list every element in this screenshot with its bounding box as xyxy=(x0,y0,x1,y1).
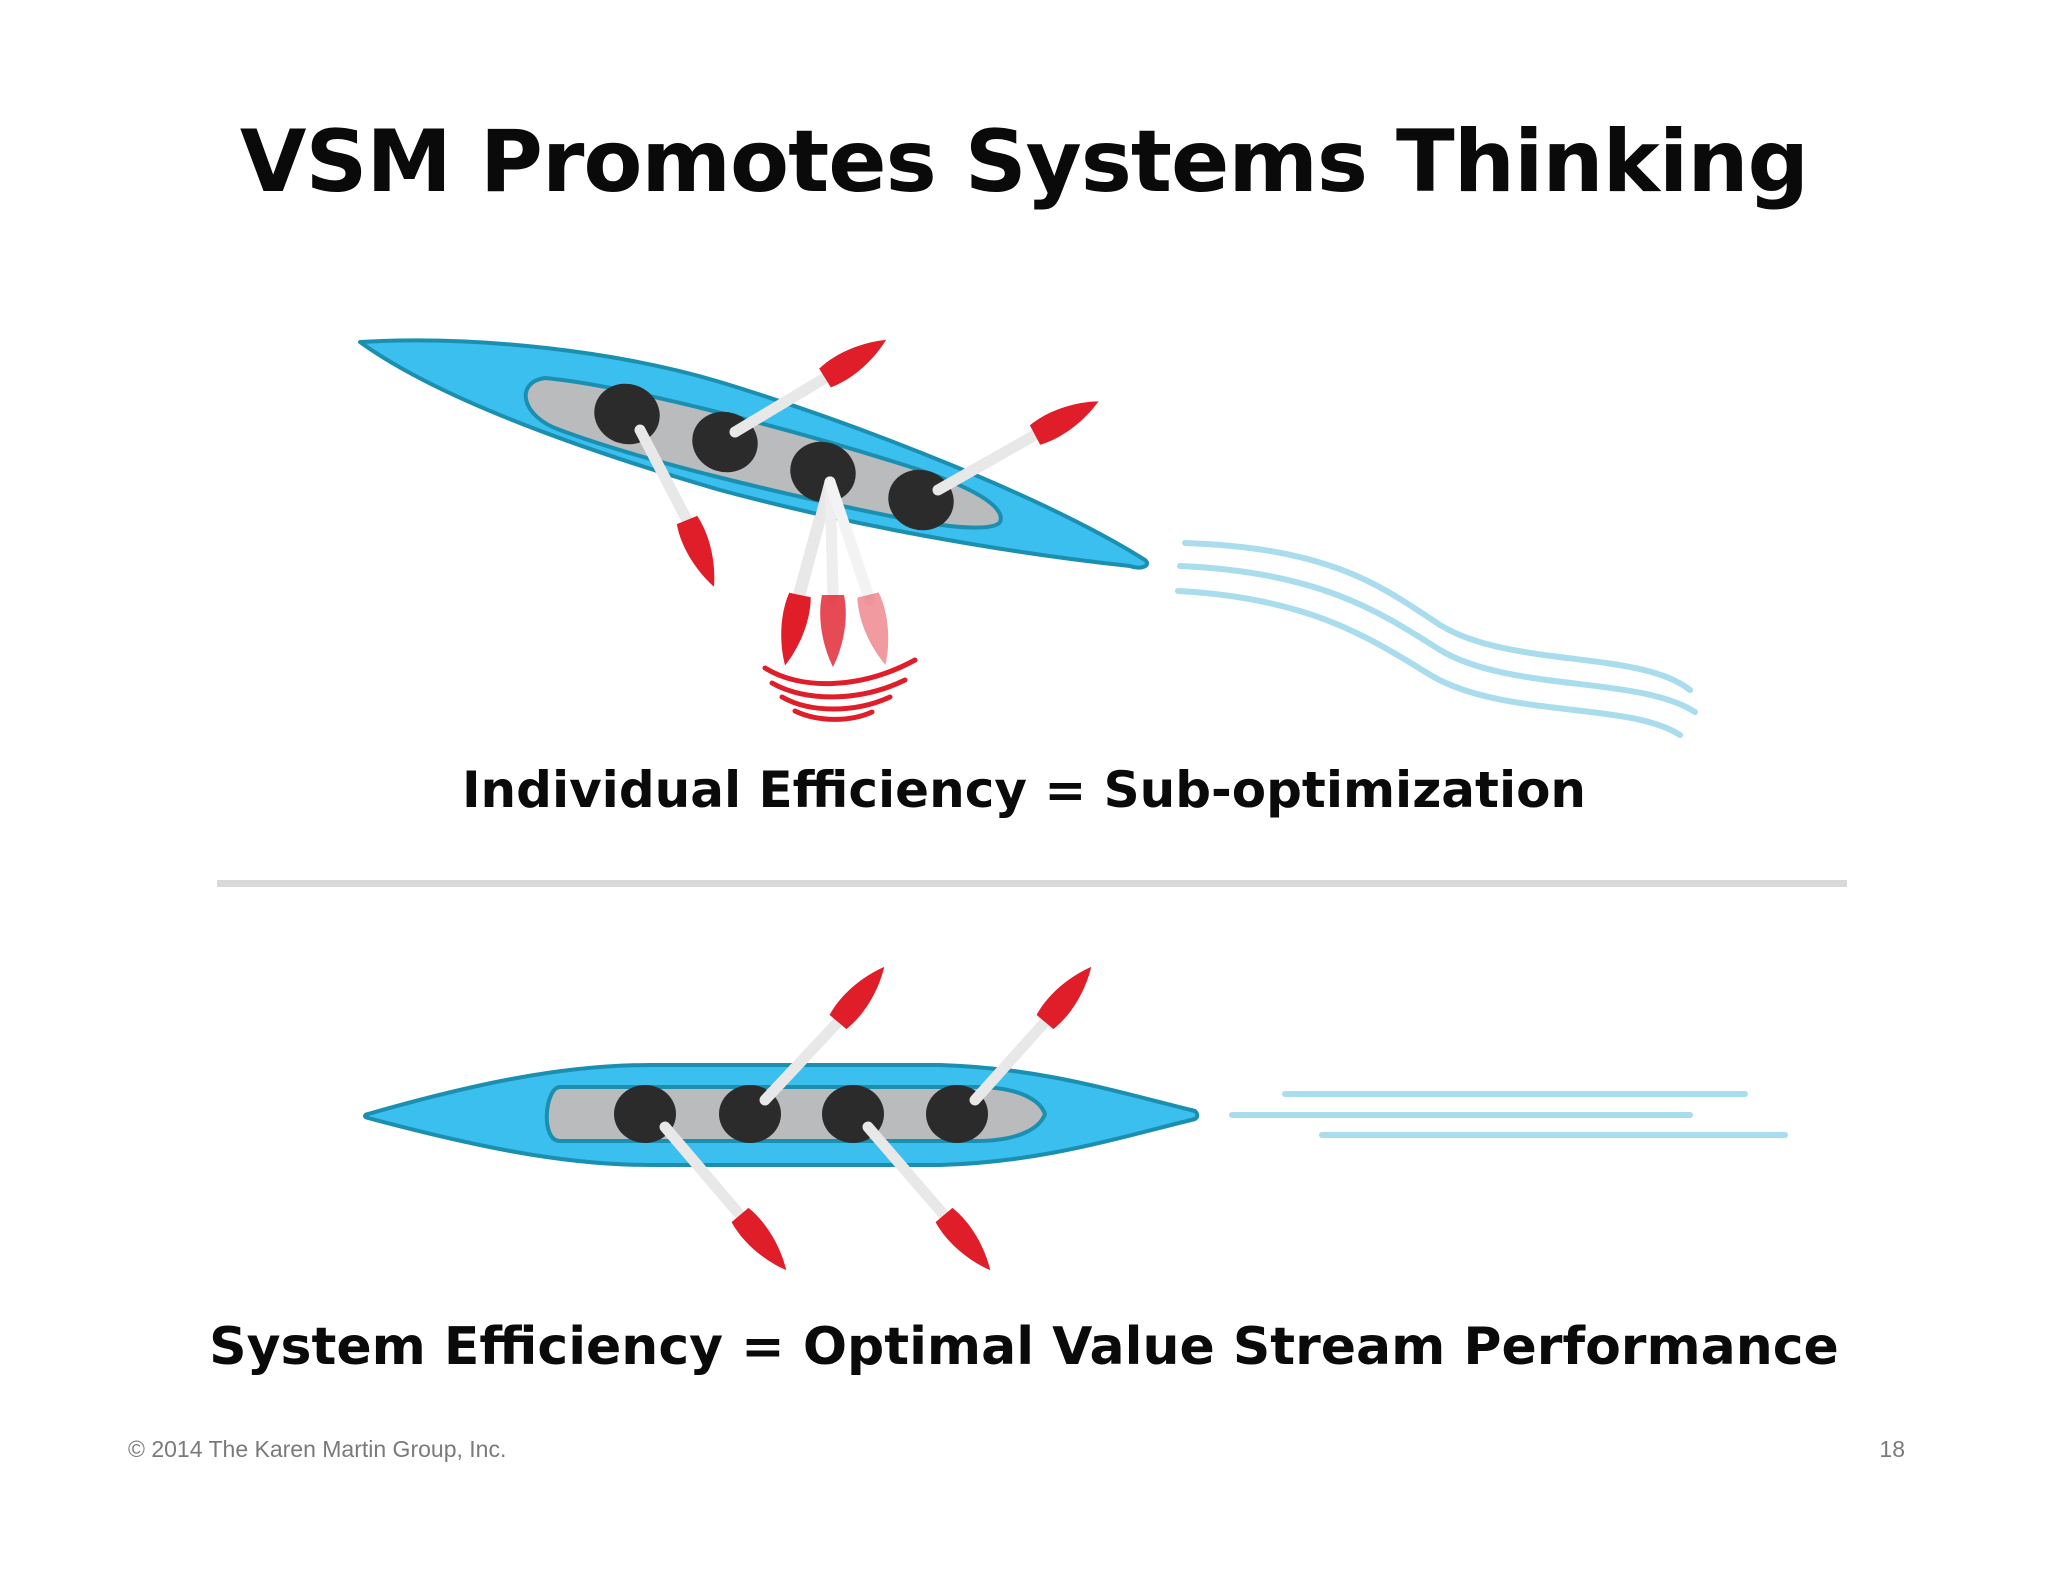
slide-title: VSM Promotes Systems Thinking xyxy=(239,112,1809,212)
top-kayak-group xyxy=(358,328,1698,738)
section-divider xyxy=(217,880,1847,887)
system-efficiency-caption: System Efficiency = Optimal Value Stream… xyxy=(209,1317,1839,1377)
top-splash-icon xyxy=(762,657,918,722)
bottom-wake-lines-icon xyxy=(1229,1091,1788,1138)
copyright-footer: © 2014 The Karen Martin Group, Inc. xyxy=(128,1436,507,1462)
bottom-paddles-icon xyxy=(659,958,1102,1279)
bottom-kayak-group xyxy=(363,958,1788,1279)
top-paddles-icon xyxy=(634,328,1105,669)
top-wake-lines-icon xyxy=(1175,540,1698,738)
individual-efficiency-caption: Individual Efficiency = Sub-optimization xyxy=(461,761,1587,819)
page-number: 18 xyxy=(1879,1436,1905,1462)
